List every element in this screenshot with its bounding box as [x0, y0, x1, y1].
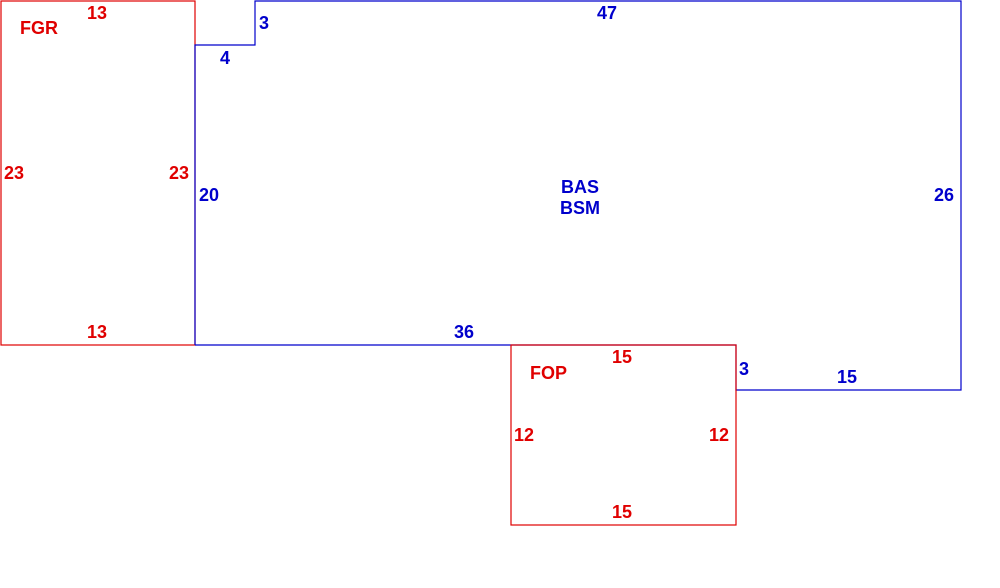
- main-notch-height-dim: 3: [259, 13, 269, 33]
- main-code-bas: BAS: [561, 177, 599, 197]
- main-left-dim: 20: [199, 185, 219, 205]
- porch-bottom-dim: 15: [612, 502, 632, 522]
- main-step-dim: 3: [739, 359, 749, 379]
- main-bottom-left-dim: 36: [454, 322, 474, 342]
- main-code-bsm: BSM: [560, 198, 600, 218]
- garage-code: FGR: [20, 18, 58, 38]
- garage-left-dim: 23: [4, 163, 24, 183]
- main-top-dim: 47: [597, 3, 617, 23]
- porch-top-dim: 15: [612, 347, 632, 367]
- porch-right-dim: 12: [709, 425, 729, 445]
- main-right-dim: 26: [934, 185, 954, 205]
- porch-left-dim: 12: [514, 425, 534, 445]
- garage-outline: [0, 0, 196, 346]
- garage-area: FGR 13 23 23 13: [0, 0, 196, 346]
- garage-bottom-dim: 13: [87, 322, 107, 342]
- main-area: BAS BSM 4 3 47 20 26 36 3 15: [194, 0, 962, 391]
- porch-area: FOP 15 12 12 15: [510, 344, 737, 526]
- porch-code: FOP: [530, 363, 567, 383]
- main-bottom-right-dim: 15: [837, 367, 857, 387]
- porch-outline: [510, 344, 737, 526]
- garage-top-dim: 13: [87, 3, 107, 23]
- main-notch-width-dim: 4: [220, 48, 230, 68]
- garage-right-dim: 23: [169, 163, 189, 183]
